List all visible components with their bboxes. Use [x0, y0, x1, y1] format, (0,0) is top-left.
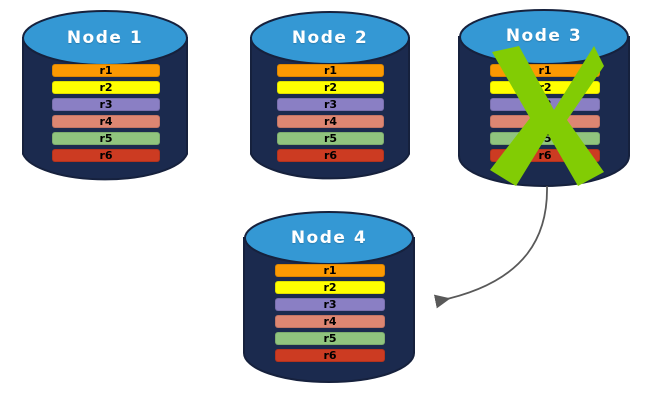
node-1-row-r4[interactable] — [52, 115, 160, 128]
node-2-row-r6[interactable] — [277, 149, 384, 162]
node-2-cylinder[interactable]: Node 2 r1 r2 r3 r4 r5 r6 — [250, 8, 410, 184]
replication-arrow-path — [433, 185, 548, 309]
node-3-row-r6[interactable] — [490, 149, 600, 162]
node-3-row-r4[interactable] — [490, 115, 600, 128]
node-3-cylinder[interactable]: Node 3 r1 r2 r3 r4 r5 r6 — [458, 6, 630, 188]
node-4-cylinder[interactable]: Node 4 r1 r2 r3 r4 r5 r6 — [243, 208, 415, 384]
node-2-row-r2[interactable] — [277, 81, 384, 94]
node-3-row-r5[interactable] — [490, 132, 600, 145]
node-1-row-r2[interactable] — [52, 81, 160, 94]
node-1-row-r3[interactable] — [52, 98, 160, 111]
node-4-row-r2[interactable] — [275, 281, 385, 294]
node-1-row-r5[interactable] — [52, 132, 160, 145]
node-2-row-r1[interactable] — [277, 64, 384, 77]
node-3-row-r1[interactable] — [490, 64, 600, 77]
node-4-row-r3[interactable] — [275, 298, 385, 311]
node-2-row-r3[interactable] — [277, 98, 384, 111]
node-4-row-r1[interactable] — [275, 264, 385, 277]
node-3-row-r2[interactable] — [490, 81, 600, 94]
node-2-row-r5[interactable] — [277, 132, 384, 145]
node-1-cylinder[interactable]: Node 1 r1 r2 r3 r4 r5 r6 — [22, 8, 188, 184]
node-4-row-r5[interactable] — [275, 332, 385, 345]
node-4-row-r4[interactable] — [275, 315, 385, 328]
node-2-row-r4[interactable] — [277, 115, 384, 128]
node-4-row-r6[interactable] — [275, 349, 385, 362]
node-1-row-r1[interactable] — [52, 64, 160, 77]
node-1-row-r6[interactable] — [52, 149, 160, 162]
node-3-row-r3[interactable] — [490, 98, 600, 111]
